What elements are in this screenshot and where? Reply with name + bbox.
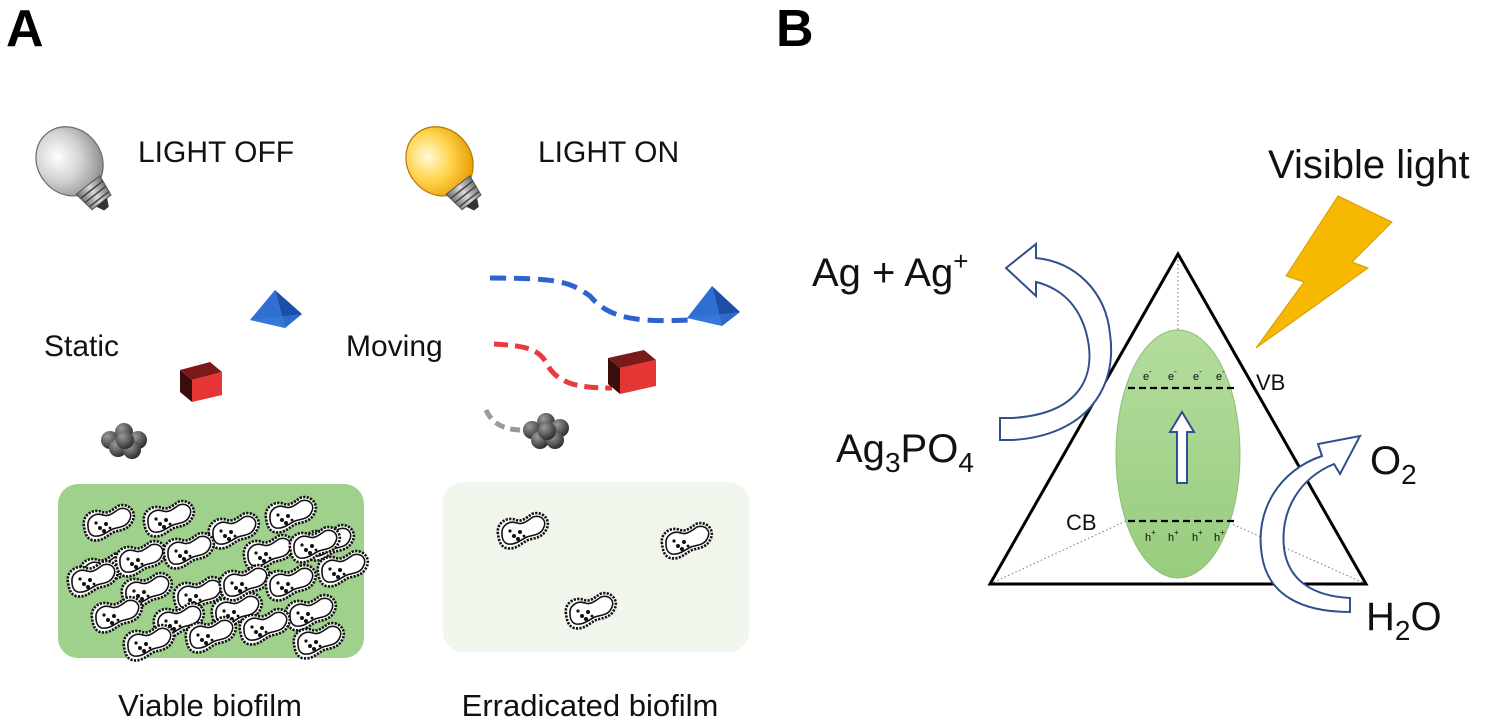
moving-label: Moving [346,330,443,363]
visible-light-label: Visible light [1268,143,1470,187]
pyramid-icon [250,290,302,328]
nanoparticle-cluster-icon [101,423,147,459]
lightning-bolt-icon [1255,195,1393,349]
red-trajectory [493,341,613,391]
panel-a-letter: A [6,0,44,58]
electrons: e- e- e- e- [1143,367,1225,383]
hole: h+ [1168,528,1179,544]
hole: h+ [1192,528,1203,544]
eradicated-biofilm-label: Erradicated biofilm [462,688,719,722]
blue-trajectory [489,275,691,324]
vb-label: VB [1256,370,1285,395]
nanoparticle-cluster-icon [523,413,569,449]
electron: e- [1216,367,1225,383]
reduction-arrow [999,241,1113,441]
catalyst-triangle [987,250,1369,586]
cube-icon [180,362,222,402]
o2-label: O2 [1370,439,1417,490]
excitation-arrow [1168,410,1196,484]
bulb-off-icon [35,126,112,211]
hole: h+ [1145,528,1156,544]
electron: e- [1143,367,1152,383]
light-on-label: LIGHT ON [538,136,679,169]
pyramid-icon [687,286,740,326]
electron: e- [1193,367,1202,383]
gray-trajectory [483,408,523,433]
eradicated-biofilm-box [443,482,749,652]
hole: h+ [1214,528,1225,544]
h2o-label: H2O [1366,595,1442,646]
static-label: Static [44,330,119,363]
oxidation-arrow [1259,434,1362,614]
cube-icon [608,350,656,394]
electron: e- [1168,367,1177,383]
ag-ag-plus-label: Ag + Ag+ [812,246,968,295]
panel-b-letter: B [776,0,814,58]
viable-biofilm-label: Viable biofilm [118,688,302,722]
light-off-label: LIGHT OFF [138,136,294,169]
ag3po4-label: Ag3PO4 [836,427,974,478]
cb-label: CB [1066,510,1097,535]
bulb-on-icon [405,126,482,211]
holes: h+ h+ h+ h+ [1145,528,1225,544]
